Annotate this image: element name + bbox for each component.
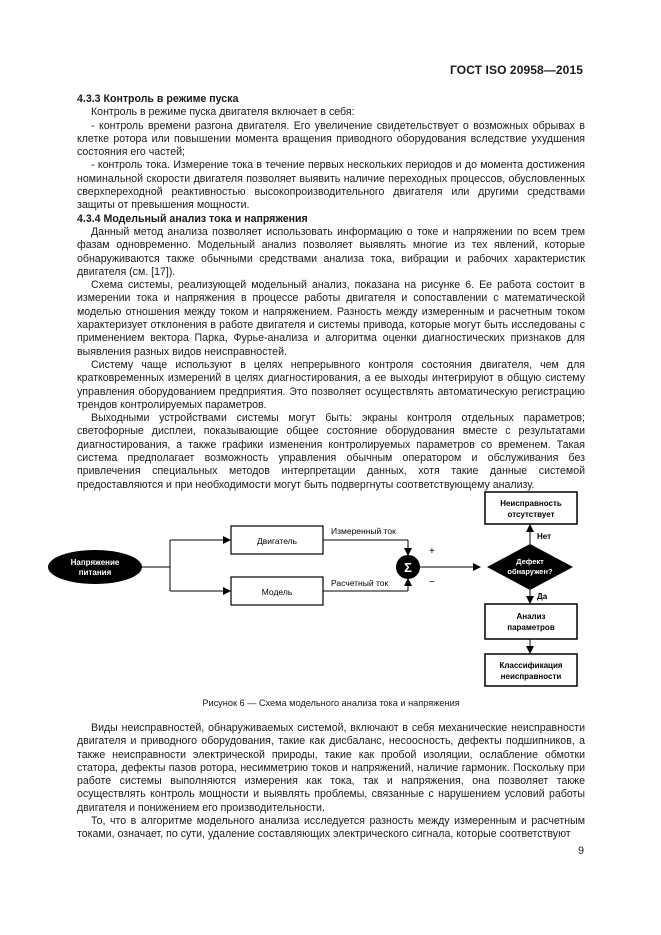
supply-label-line1: Напряжение: [71, 558, 120, 567]
plus-sign: +: [429, 546, 435, 557]
calculated-current-label: Расчетный ток: [331, 578, 388, 588]
motor-box: [230, 525, 324, 555]
main-text-continued: Виды неисправностей, обнаруживаемых сист…: [77, 722, 585, 842]
sigma-symbol: Σ: [404, 560, 412, 575]
classification-label-line2: неисправности: [501, 672, 562, 681]
no-fault-label-line1: Неисправность: [500, 499, 562, 508]
model-label: Модель: [262, 587, 293, 597]
summation-node: [396, 555, 420, 579]
fault-classification-box: [484, 653, 578, 687]
minus-sign: −: [429, 577, 435, 588]
motor-label: Двигатель: [257, 536, 298, 546]
fault-detected-decision: [487, 544, 573, 590]
measured-current-label: Измеренный ток: [331, 526, 396, 536]
section-heading-4-3-3: 4.3.3 Контроль в режиме пуска: [77, 93, 239, 105]
yes-branch-label: Да: [537, 592, 548, 601]
paragraph: - контроль тока. Измерение тока в течени…: [77, 159, 585, 212]
paragraph: Выходными устройствами системы могут быт…: [77, 412, 585, 491]
paragraph: Систему чаще используют в целях непрерыв…: [77, 358, 585, 411]
analysis-label-line2: параметров: [507, 623, 555, 632]
classification-label-line1: Классификация: [499, 661, 562, 670]
paragraph: Схема системы, реализующей модельный ана…: [77, 279, 585, 358]
figure-caption: Рисунок 6 — Схема модельного анализа ток…: [202, 698, 460, 708]
no-branch-label: Нет: [537, 532, 551, 541]
supply-voltage-node: [48, 550, 142, 584]
section-heading-4-3-4: 4.3.4 Модельный анализ тока и напряжения: [77, 212, 308, 225]
figure-6-diagram: Напряжение питания Двигатель Модель Изме…: [40, 486, 630, 691]
decision-label-line1: Дефект: [516, 557, 544, 566]
main-text: 4.3.3 Контроль в режиме пуска Контроль в…: [77, 93, 585, 492]
page-number: 9: [578, 845, 584, 857]
paragraph: То, что в алгоритме модельного анализа и…: [77, 815, 585, 841]
no-fault-box: [484, 491, 578, 525]
paragraph: - контроль времени разгона двигателя. Ег…: [77, 119, 585, 159]
analysis-label-line1: Анализ: [516, 612, 545, 621]
supply-label-line2: питания: [79, 568, 112, 577]
document-id-header: ГОСТ ISO 20958—2015: [450, 63, 583, 77]
decision-label-line2: обнаружен?: [507, 567, 553, 576]
paragraph: Данный метод анализа позволяет использов…: [77, 225, 585, 278]
no-fault-label-line2: отсутствует: [508, 510, 555, 519]
parameter-analysis-box: [484, 603, 578, 640]
paragraph: Виды неисправностей, обнаруживаемых сист…: [77, 722, 585, 814]
paragraph: Контроль в режиме пуска двигателя включа…: [91, 106, 355, 119]
model-box: [230, 576, 324, 606]
